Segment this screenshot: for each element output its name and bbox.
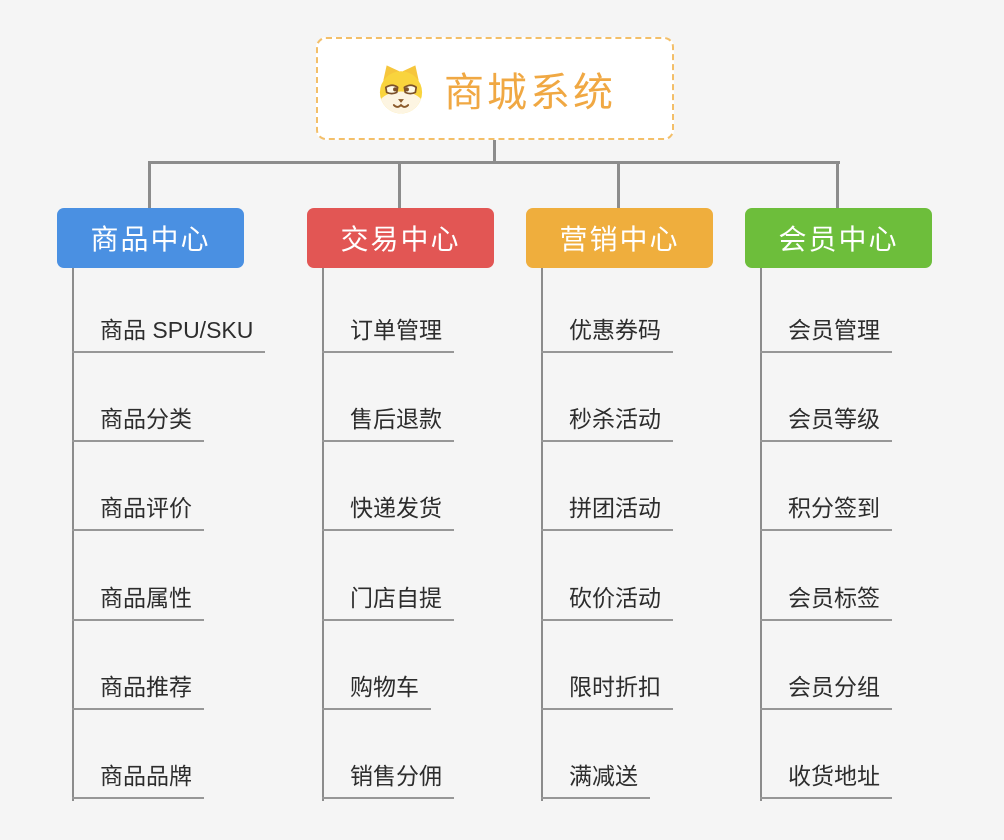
branch-label: 商品中心 <box>90 224 211 255</box>
connector-line <box>398 161 401 209</box>
child-node[interactable]: 商品评价 <box>72 495 204 531</box>
child-node[interactable]: 会员标签 <box>760 585 892 621</box>
connector-line <box>148 161 151 209</box>
branch-label: 营销中心 <box>559 224 680 255</box>
branch-children-marketing: 优惠券码 秒杀活动 拼团活动 砍价活动 限时折扣 满减送 <box>541 268 791 803</box>
branch-children-trade: 订单管理 售后退款 快递发货 门店自提 购物车 销售分佣 <box>322 268 572 803</box>
branch-label: 交易中心 <box>340 224 461 255</box>
branch-member-center[interactable]: 会员中心 <box>745 208 932 268</box>
child-node[interactable]: 会员管理 <box>760 317 892 353</box>
child-node[interactable]: 会员分组 <box>760 674 892 710</box>
child-node[interactable]: 门店自提 <box>322 585 454 621</box>
connector-line <box>836 161 839 209</box>
branch-children-product: 商品 SPU/SKU 商品分类 商品评价 商品属性 商品推荐 商品品牌 <box>72 268 322 803</box>
connector-line <box>493 140 496 163</box>
child-node[interactable]: 积分签到 <box>760 495 892 531</box>
child-node[interactable]: 商品分类 <box>72 406 204 442</box>
child-node[interactable]: 收货地址 <box>760 763 892 799</box>
child-node[interactable]: 满减送 <box>541 763 650 799</box>
branch-label: 会员中心 <box>778 224 899 255</box>
child-node[interactable]: 限时折扣 <box>541 674 673 710</box>
branch-product-center[interactable]: 商品中心 <box>57 208 244 268</box>
child-node[interactable]: 购物车 <box>322 674 431 710</box>
child-node[interactable]: 销售分佣 <box>322 763 454 799</box>
connector-line <box>322 268 324 801</box>
child-node[interactable]: 售后退款 <box>322 406 454 442</box>
connector-line <box>617 161 620 209</box>
child-node[interactable]: 订单管理 <box>322 317 454 353</box>
child-node[interactable]: 商品属性 <box>72 585 204 621</box>
root-title: 商城系统 <box>444 70 616 115</box>
connector-line <box>72 268 74 801</box>
child-node[interactable]: 商品 SPU/SKU <box>72 317 266 353</box>
branch-children-member: 会员管理 会员等级 积分签到 会员标签 会员分组 收货地址 <box>760 268 1004 803</box>
branch-trade-center[interactable]: 交易中心 <box>307 208 494 268</box>
root-node-mall-system[interactable]: 商城系统 <box>316 37 674 140</box>
connector-line <box>541 268 543 801</box>
connector-line <box>760 268 762 801</box>
connector-line <box>148 161 840 164</box>
child-node[interactable]: 会员等级 <box>760 406 892 442</box>
child-node[interactable]: 秒杀活动 <box>541 406 673 442</box>
child-node[interactable]: 快递发货 <box>322 495 454 531</box>
child-node[interactable]: 商品品牌 <box>72 763 204 799</box>
branch-marketing-center[interactable]: 营销中心 <box>526 208 713 268</box>
doge-icon <box>379 64 423 113</box>
child-node[interactable]: 优惠券码 <box>541 317 673 353</box>
child-node[interactable]: 砍价活动 <box>541 585 673 621</box>
child-node[interactable]: 商品推荐 <box>72 674 204 710</box>
child-node[interactable]: 拼团活动 <box>541 495 673 531</box>
